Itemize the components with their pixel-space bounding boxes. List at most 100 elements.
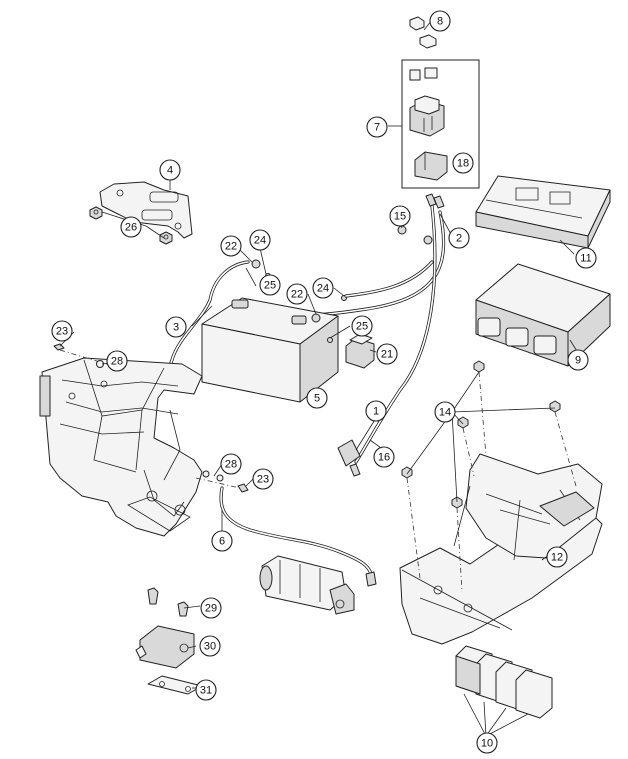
- callout-c16: 16: [373, 446, 395, 468]
- callout-circle: [546, 546, 568, 568]
- callout-circle: [220, 453, 242, 475]
- bolt-29b: [177, 601, 189, 617]
- callout-c23b: 23: [252, 468, 274, 490]
- nut-14b: [549, 400, 561, 413]
- callout-c24a: 24: [249, 229, 271, 251]
- callout-number: 12: [551, 552, 563, 564]
- callout-number: 23: [257, 474, 269, 486]
- callout-number: 29: [205, 603, 217, 615]
- callout-c14: 14: [434, 401, 456, 423]
- callout-circle: [51, 320, 73, 342]
- callout-c6: 6: [211, 530, 233, 552]
- callout-circle: [286, 283, 308, 305]
- callout-number: 25: [264, 280, 276, 292]
- callout-circle: [351, 315, 373, 337]
- callout-number: 6: [219, 536, 225, 548]
- relay-box-frame: [401, 59, 480, 189]
- relay-box-7: [409, 67, 445, 137]
- relay-cover-18: [414, 151, 448, 181]
- callout-number: 31: [200, 685, 212, 697]
- callout-circle: [165, 316, 187, 338]
- bolt-29a: [147, 587, 159, 605]
- callout-c18: 18: [452, 152, 474, 174]
- callout-circle: [567, 349, 589, 371]
- callout-number: 9: [575, 355, 581, 367]
- callout-circle: [200, 597, 222, 619]
- callout-number: 21: [381, 349, 393, 361]
- callout-circle: [429, 10, 451, 32]
- callout-circle: [199, 635, 221, 657]
- callout-c2: 2: [448, 227, 470, 249]
- battery-cover-12: [399, 453, 603, 645]
- washer-28b: [202, 470, 224, 482]
- connector-1: [337, 439, 361, 477]
- callout-c28b: 28: [220, 453, 242, 475]
- callout-circle: [211, 530, 233, 552]
- callout-c8: 8: [429, 10, 451, 32]
- callout-number: 22: [225, 241, 237, 253]
- callout-c7: 7: [366, 116, 388, 138]
- nut-14c: [457, 416, 469, 429]
- callout-number: 16: [378, 452, 390, 464]
- callout-c28a: 28: [106, 350, 128, 372]
- callout-c25b: 25: [351, 315, 373, 337]
- callout-circle: [373, 446, 395, 468]
- callout-c21: 21: [376, 343, 398, 365]
- callout-number: 22: [291, 289, 303, 301]
- callout-circle: [366, 116, 388, 138]
- callout-circle: [575, 247, 597, 269]
- callout-number: 4: [167, 165, 173, 177]
- callout-c9: 9: [567, 349, 589, 371]
- callout-number: 11: [580, 253, 591, 265]
- callout-circle: [195, 679, 217, 701]
- nut-14a: [473, 360, 485, 373]
- callout-circle: [476, 732, 498, 754]
- nut-26b: [159, 231, 173, 245]
- bolt-23b: [195, 477, 249, 493]
- callout-number: 25: [356, 321, 368, 333]
- nut-26a: [89, 206, 103, 220]
- callout-number: 28: [225, 459, 237, 471]
- control-unit-11: [475, 175, 611, 249]
- callout-number: 2: [456, 233, 462, 245]
- callout-circle: [434, 401, 456, 423]
- callout-c3: 3: [165, 316, 187, 338]
- cable-6: [219, 486, 377, 587]
- callout-c12: 12: [546, 546, 568, 568]
- callout-number: 18: [457, 158, 469, 170]
- callout-number: 10: [481, 738, 493, 750]
- callout-number: 23: [56, 326, 68, 338]
- starter-motor: [259, 555, 355, 615]
- callout-c24b: 24: [312, 277, 334, 299]
- callout-number: 14: [439, 407, 451, 419]
- starter-relay-21: [345, 333, 375, 369]
- callout-layer: 8 7 18 4 26 15 2 11 22 24 25 22 24 3 25 21 23 28 5 9 1 14 16 28…: [51, 10, 597, 754]
- sensor-30: [135, 625, 195, 669]
- callout-c1: 1: [365, 400, 387, 422]
- nut-14d: [401, 466, 413, 479]
- callout-number: 7: [374, 122, 380, 134]
- callout-c5: 5: [306, 387, 328, 409]
- callout-number: 26: [125, 222, 137, 234]
- callout-circle: [120, 216, 142, 238]
- callout-c26: 26: [120, 216, 142, 238]
- cable-24: [344, 260, 434, 298]
- callout-circle: [252, 468, 274, 490]
- callout-circle: [106, 350, 128, 372]
- callout-circle: [159, 159, 181, 181]
- callout-number: 1: [373, 406, 379, 418]
- control-module-9: [475, 263, 611, 367]
- cable-2: [288, 195, 446, 317]
- callout-c29: 29: [200, 597, 222, 619]
- cover-fastener-lines: [406, 371, 577, 593]
- callout-number: 3: [173, 322, 179, 334]
- callout-number: 15: [394, 211, 406, 223]
- callout-circle: [365, 400, 387, 422]
- callout-number: 24: [254, 235, 266, 247]
- fuse-holders-10: [455, 645, 553, 719]
- bracket-4: [99, 181, 193, 239]
- plate-31: [147, 675, 203, 695]
- callout-c30: 30: [199, 635, 221, 657]
- bolt-15: [397, 225, 433, 245]
- callout-c15: 15: [389, 205, 411, 227]
